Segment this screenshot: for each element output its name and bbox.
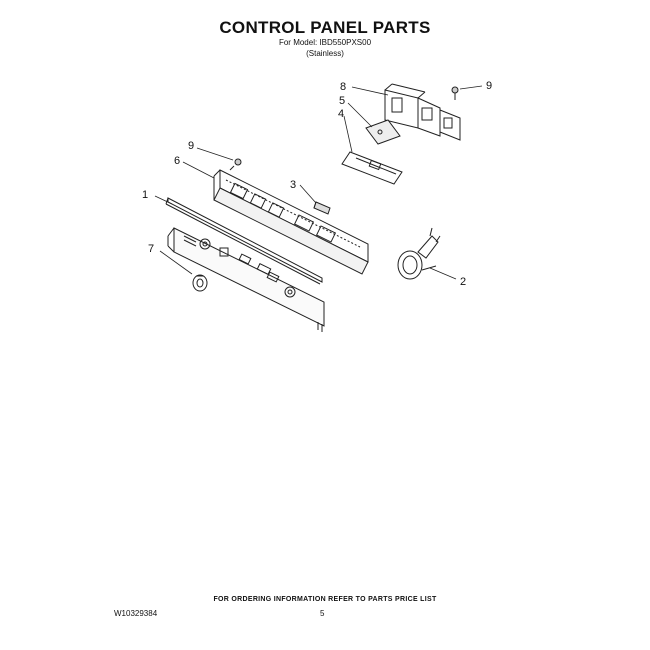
screw-part-right [451,86,459,100]
callout-8: 8 [340,81,346,93]
document-number: W10329384 [114,609,158,618]
trim-strip-part [165,197,323,285]
knob-part [192,274,208,292]
callout-3: 3 [290,179,296,191]
ordering-note: FOR ORDERING INFORMATION REFER TO PARTS … [213,596,437,603]
selector-encoder-part [397,227,441,280]
callout-1: 1 [142,189,148,201]
mounting-bracket-part [341,151,403,185]
model-line: For Model: IBD550PXS00 [278,38,372,47]
callout-2: 2 [460,276,466,288]
callout-9-left: 9 [188,140,194,152]
page-title: CONTROL PANEL PARTS [219,18,431,37]
callout-9-right: 9 [486,80,492,92]
page-number: 5 [320,609,325,618]
callout-4: 4 [338,108,344,120]
finish-line: (Stainless) [306,49,344,58]
bracket-assembly-part [384,83,461,141]
switch-plate-part [365,119,401,145]
cylinder-part [313,201,331,215]
rear-panel-part [213,169,369,275]
callout-7: 7 [148,243,154,255]
callout-6: 6 [174,155,180,167]
leader-lines [154,85,483,280]
front-control-panel-part [167,227,325,332]
screw-part-left [229,158,242,171]
callout-5: 5 [339,95,345,107]
